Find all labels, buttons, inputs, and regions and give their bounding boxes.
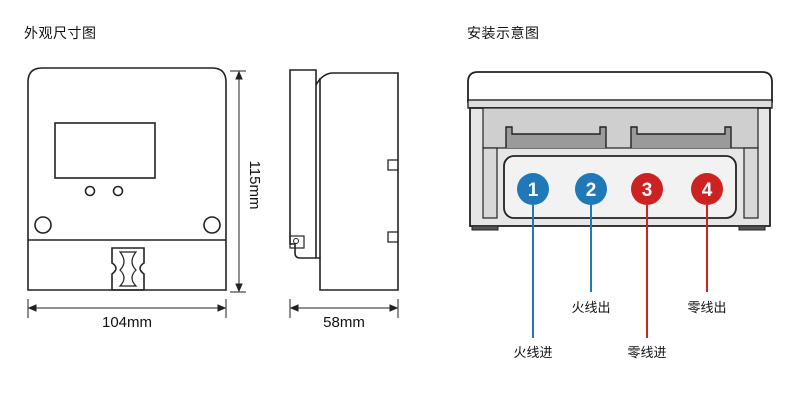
- width-dimension-label: 104mm: [102, 314, 152, 331]
- terminal-3-label: 零线进: [627, 346, 666, 361]
- screw-hole-left: [34, 216, 52, 234]
- meter-lid-band: [467, 99, 773, 109]
- terminal-1-label: 火线进: [513, 346, 552, 361]
- side-tab-screw: [293, 238, 299, 244]
- wire-clip-inner: [118, 251, 138, 287]
- foot-right: [738, 225, 766, 231]
- screw-hole-right: [203, 216, 221, 234]
- din-rail-notch-top: [387, 159, 398, 171]
- terminal-1-circle: [517, 173, 549, 205]
- terminal-2-number: 2: [586, 180, 597, 201]
- depth-dimension-line: [289, 299, 399, 318]
- front-outline: [27, 67, 227, 291]
- terminal-2-label: 火线出: [571, 301, 610, 316]
- meter-lid: [467, 71, 773, 103]
- depth-dimension-label: 58mm: [323, 314, 365, 331]
- terminal-4-number: 4: [702, 180, 713, 201]
- side-view: [289, 69, 399, 291]
- foot-left: [471, 225, 499, 231]
- wire-leads: [532, 205, 708, 338]
- terminal-2-circle: [575, 173, 607, 205]
- terminal-3-circle: [631, 173, 663, 205]
- front-view: [27, 67, 227, 291]
- terminal-3: 3: [631, 173, 663, 205]
- display-window: [54, 122, 156, 179]
- inner-left-wall: [482, 147, 498, 219]
- terminal-4-label: 零线出: [687, 301, 726, 316]
- dimension-drawing-title: 外观尺寸图: [24, 26, 97, 42]
- indicator-led-left: [84, 185, 96, 197]
- terminal-1: 1: [517, 173, 549, 205]
- terminal-4-circle: [691, 173, 723, 205]
- height-dimension-label: 115mm: [246, 161, 263, 210]
- terminal-1-number: 1: [528, 180, 539, 201]
- terminal-4: 4: [691, 173, 723, 205]
- side-tab: [289, 235, 305, 249]
- inner-right-wall: [743, 147, 759, 219]
- meter-bottom-view: [467, 71, 773, 231]
- terminal-slot-left: [505, 126, 607, 148]
- wire-clip: [111, 247, 145, 291]
- width-dimension-line: [27, 299, 227, 318]
- terminal-3-number: 3: [642, 180, 653, 201]
- din-rail-notch-bottom: [387, 231, 398, 243]
- terminal-slot-right: [630, 126, 732, 148]
- installation-diagram-title: 安装示意图: [467, 26, 540, 42]
- side-outline: [289, 69, 399, 291]
- indicator-led-right: [112, 185, 124, 197]
- terminal-2: 2: [575, 173, 607, 205]
- terminal-block: [503, 155, 737, 219]
- height-dimension-line: [230, 70, 246, 293]
